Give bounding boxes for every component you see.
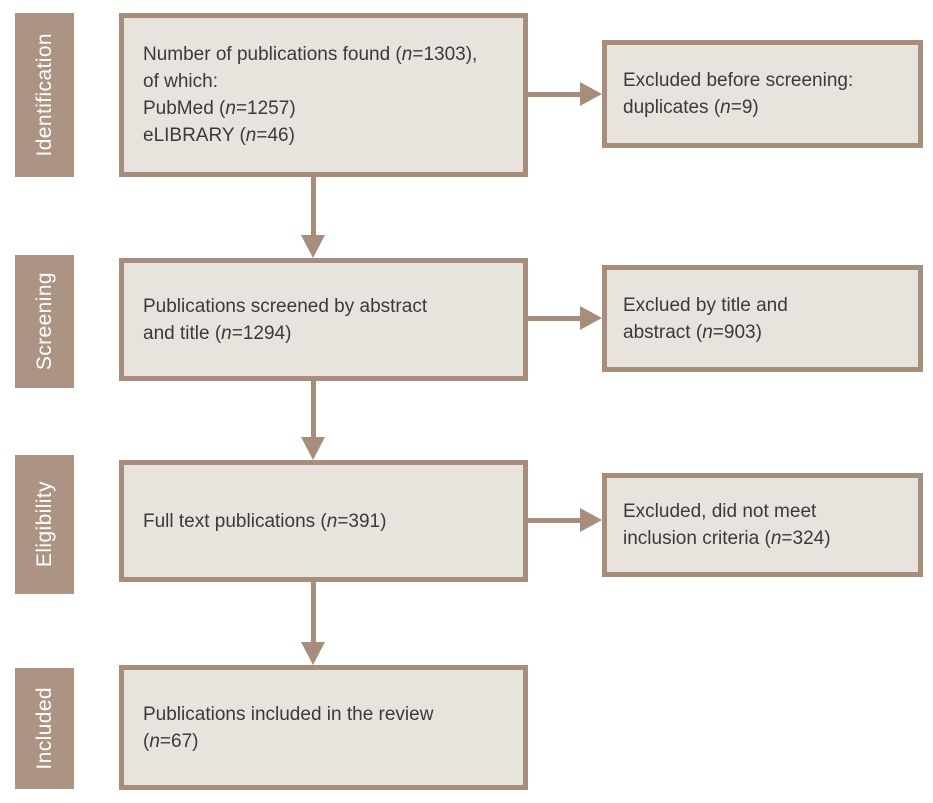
down-arrow-icon bbox=[301, 381, 326, 460]
arrow-head-right-icon bbox=[580, 508, 602, 532]
stage-label-identification: Identification bbox=[15, 13, 74, 177]
box-text-line: and title (n=1294) bbox=[143, 322, 292, 344]
box-text-line: Excluded before screening: bbox=[623, 70, 854, 91]
down-arrow-icon bbox=[301, 177, 326, 258]
box-fulltext-publications: Full text publications (n=391) bbox=[119, 460, 528, 582]
arrow-head-down-icon bbox=[301, 642, 325, 665]
down-arrow-icon bbox=[301, 582, 326, 665]
box-text-line: Number of publications found (n=1303), bbox=[143, 44, 478, 65]
box-text-line: of which: bbox=[143, 71, 218, 92]
box-text-line: Publications screened by abstract bbox=[143, 295, 428, 317]
arrow-stem bbox=[311, 582, 316, 642]
box-excluded-inclusion-criteria: Excluded, did not meet inclusion criteria… bbox=[602, 473, 923, 577]
arrow-stem bbox=[528, 518, 581, 523]
arrow-stem bbox=[528, 92, 581, 97]
arrow-head-down-icon bbox=[301, 235, 325, 258]
arrow-stem bbox=[311, 177, 316, 235]
stage-label-screening: Screening bbox=[15, 255, 74, 388]
stage-label-text: Identification bbox=[32, 33, 56, 157]
box-publications-included: Publications included in the review (n=67… bbox=[119, 665, 528, 790]
box-excluded-title-abstract: Exclued by title and abstract (n=903) bbox=[602, 265, 923, 372]
arrow-head-right-icon bbox=[580, 306, 602, 330]
box-text-line: Excluded, did not meet bbox=[623, 501, 817, 522]
box-text-line: PubMed (n=1257) bbox=[143, 98, 296, 119]
box-text-line: eLIBRARY (n=46) bbox=[143, 125, 295, 146]
arrow-head-right-icon bbox=[580, 82, 602, 106]
box-text-line: Full text publications (n=391) bbox=[143, 510, 387, 532]
box-publications-found: Number of publications found (n=1303), of… bbox=[119, 13, 528, 177]
arrow-head-down-icon bbox=[301, 437, 325, 460]
arrow-stem bbox=[311, 381, 316, 437]
right-arrow-icon bbox=[528, 82, 602, 107]
stage-label-eligibility: Eligibility bbox=[15, 455, 74, 594]
box-text-line: duplicates (n=9) bbox=[623, 97, 759, 118]
stage-label-text: Included bbox=[32, 687, 56, 770]
box-text-line: (n=67) bbox=[143, 730, 199, 752]
arrow-stem bbox=[528, 316, 581, 321]
stage-label-text: Eligibility bbox=[32, 481, 56, 568]
right-arrow-icon bbox=[528, 508, 602, 533]
box-text-line: inclusion criteria (n=324) bbox=[623, 528, 831, 549]
box-publications-screened: Publications screened by abstract and tit… bbox=[119, 258, 528, 381]
right-arrow-icon bbox=[528, 306, 602, 331]
box-text-line: abstract (n=903) bbox=[623, 321, 762, 343]
box-text-line: Publications included in the review bbox=[143, 703, 434, 725]
stage-label-included: Included bbox=[15, 668, 74, 789]
stage-label-text: Screening bbox=[32, 272, 56, 371]
box-text-line: Exclued by title and bbox=[623, 294, 788, 316]
box-excluded-duplicates: Excluded before screening: duplicates (n=… bbox=[602, 40, 923, 148]
